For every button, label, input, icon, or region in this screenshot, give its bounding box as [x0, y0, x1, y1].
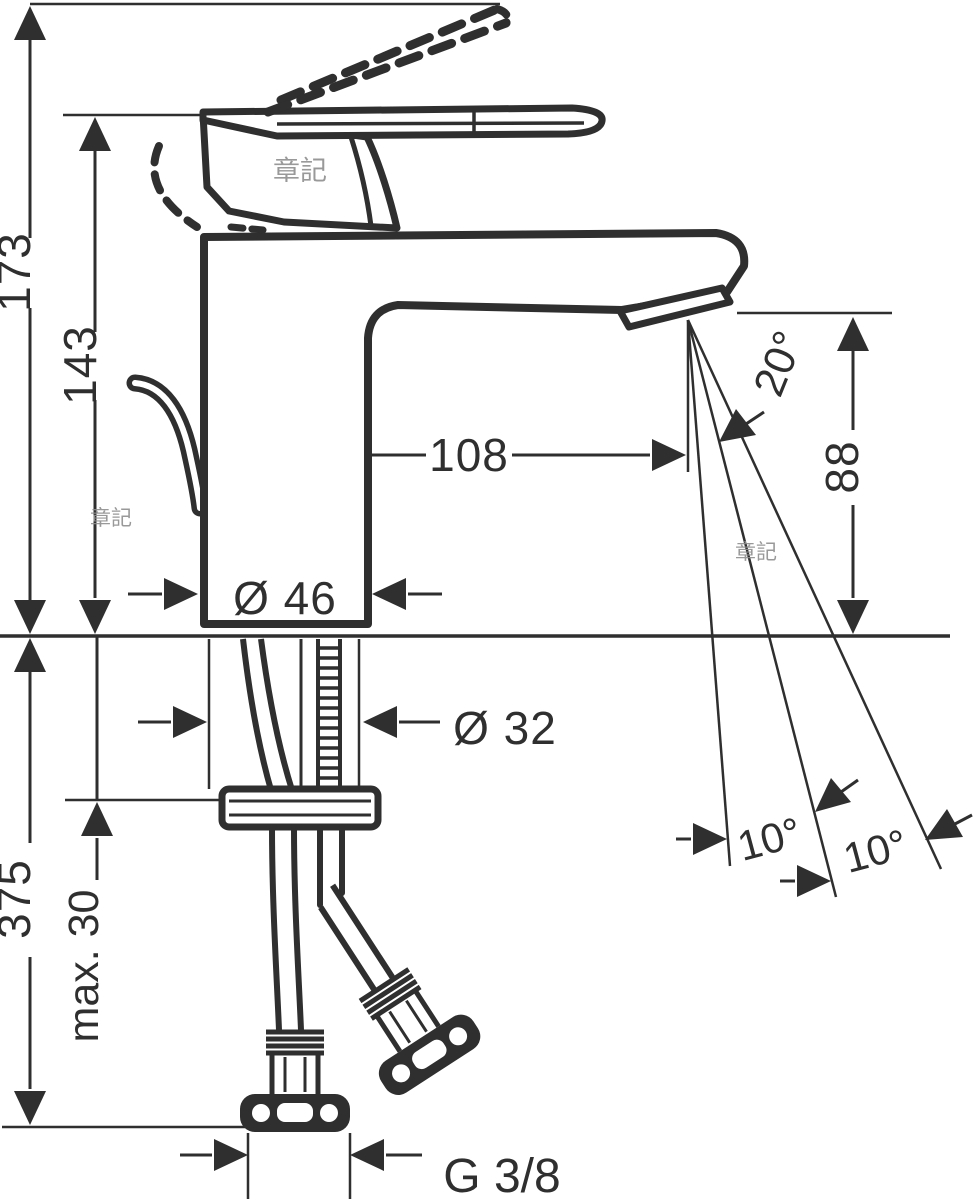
- spray-line-a: [686, 319, 732, 867]
- spray-line-b: [686, 319, 838, 898]
- threaded-rod-rungs: [318, 646, 340, 780]
- pop-up-rod: [126, 374, 209, 517]
- dim-connection-thread-label: G 3/8: [443, 1150, 560, 1200]
- spray-fan-lines: [686, 319, 943, 898]
- mounting-flange: [218, 785, 382, 831]
- handle-cap: [199, 110, 401, 232]
- aerator: [616, 284, 734, 331]
- watermark-text: 章記: [273, 156, 327, 186]
- dim-swivel-right-label: 10°: [838, 820, 912, 882]
- supply-hose-vertical: [269, 826, 304, 1031]
- dimension-stems: [28, 40, 973, 1157]
- dim-body-diameter-label: Ø 46: [233, 572, 337, 624]
- dim-shank-diameter-label: Ø 32: [453, 702, 557, 754]
- watermark-text: 章記: [735, 541, 777, 564]
- hose-wall: [258, 638, 295, 791]
- dim-spout-reach-label: 108: [429, 429, 509, 481]
- hose-connector-vertical: [240, 1029, 350, 1132]
- hose-wall: [240, 638, 274, 791]
- hose-connector-angled: [318, 883, 481, 1095]
- supply-hose-angled: [317, 824, 345, 908]
- lever-handle-raised-dashed: [150, 4, 512, 234]
- dim-swivel-left-label: 10°: [732, 808, 806, 870]
- faucet-body: [200, 229, 749, 628]
- dim-max-mounting-label: max. 30: [60, 890, 108, 1043]
- dim-outlet-height-label: 88: [816, 440, 868, 493]
- dim-hose-length-label: 375: [0, 859, 40, 939]
- extension-lines: [2, 2, 892, 1199]
- watermark-text: 章記: [90, 507, 132, 530]
- dim-body-height-label: 143: [54, 325, 106, 405]
- spray-line-c: [686, 319, 943, 870]
- shank-plumbing: [240, 638, 342, 791]
- dim-spout-angle-label: 20°: [745, 325, 814, 403]
- handle-slot-line: [276, 121, 585, 126]
- dim-total-height-label: 173: [0, 232, 40, 312]
- handle-neck-line: [348, 136, 374, 227]
